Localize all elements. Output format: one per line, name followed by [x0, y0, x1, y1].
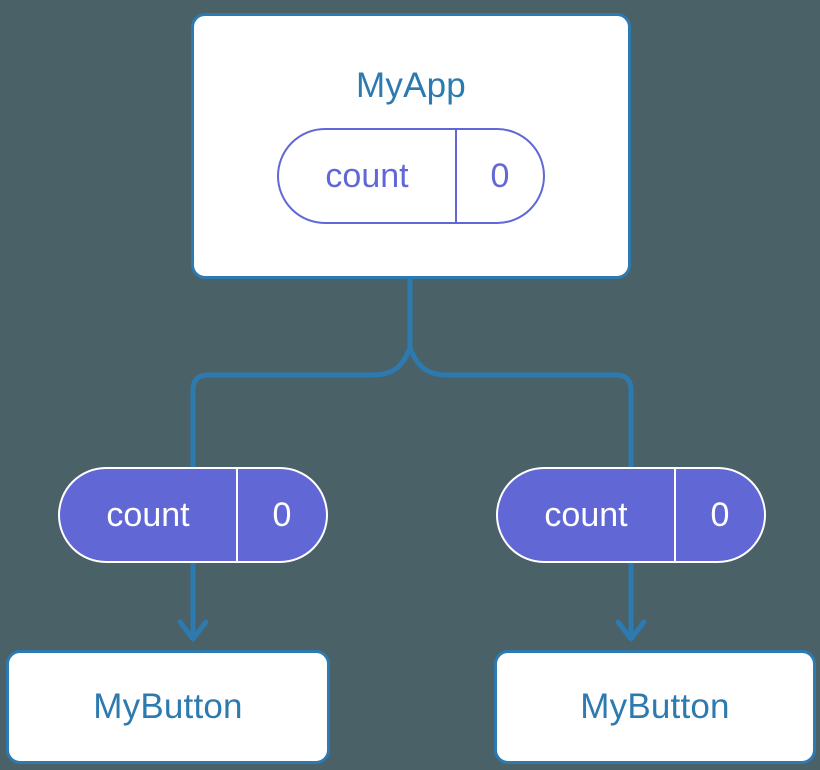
arrow-head-right-icon: [615, 619, 647, 642]
props-pill-right-value: 0: [674, 469, 764, 561]
edge-branch-right: [407, 347, 634, 467]
component-title-myapp: MyApp: [356, 66, 466, 105]
props-pill-left-key: count: [106, 496, 190, 534]
state-pill-key: count: [325, 157, 409, 195]
component-card-mybutton-right[interactable]: MyButton: [494, 650, 816, 764]
component-title-mybutton-left: MyButton: [93, 687, 243, 726]
state-pill-myapp[interactable]: count 0: [277, 128, 545, 224]
state-pill-value: 0: [455, 130, 543, 222]
props-pill-right[interactable]: count 0: [496, 467, 766, 563]
component-title-mybutton-right: MyButton: [580, 687, 730, 726]
props-pill-left-value: 0: [236, 469, 326, 561]
edge-branch-left: [190, 347, 413, 467]
arrow-head-left-icon: [177, 619, 209, 642]
props-pill-left[interactable]: count 0: [58, 467, 328, 563]
component-card-mybutton-left[interactable]: MyButton: [6, 650, 330, 764]
props-pill-right-key: count: [544, 496, 628, 534]
